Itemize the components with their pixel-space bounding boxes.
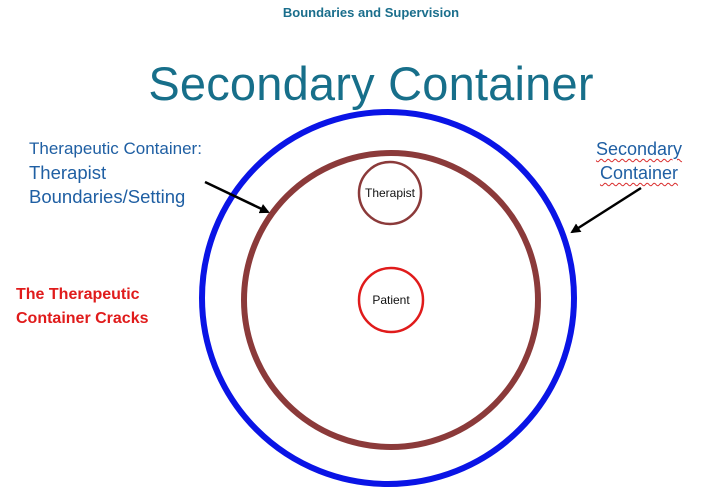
page-title: Secondary Container — [148, 57, 594, 110]
container-cracks-label: The Therapeutic Container Cracks — [16, 283, 149, 331]
secondary-container-label: Secondary Container — [584, 137, 694, 185]
header-title: Boundaries and Supervision — [282, 5, 460, 20]
therapeutic-container-label: Therapeutic Container: Therapist Boundar… — [29, 137, 202, 209]
therapeutic-container-ring — [241, 150, 541, 450]
secondary-container-ring — [199, 109, 577, 487]
secondary-container-label-line2: Container — [599, 163, 679, 183]
left-arrow — [204, 180, 270, 214]
therapist-circle — [357, 160, 423, 226]
therapeutic-container-label-line3: Boundaries/Setting — [29, 186, 186, 207]
therapeutic-container-label-line2: Therapist — [29, 162, 107, 183]
therapeutic-container-label-line1: Therapeutic Container: — [29, 139, 202, 158]
therapist-text: Therapist — [365, 186, 416, 200]
patient-text: Patient — [372, 293, 410, 307]
secondary-container-label-line1: Secondary — [595, 139, 683, 159]
right-arrow — [570, 186, 642, 234]
container-cracks-label-line1: The Therapeutic — [16, 286, 140, 303]
container-cracks-label-line2: Container Cracks — [16, 310, 149, 327]
patient-circle — [357, 266, 425, 334]
